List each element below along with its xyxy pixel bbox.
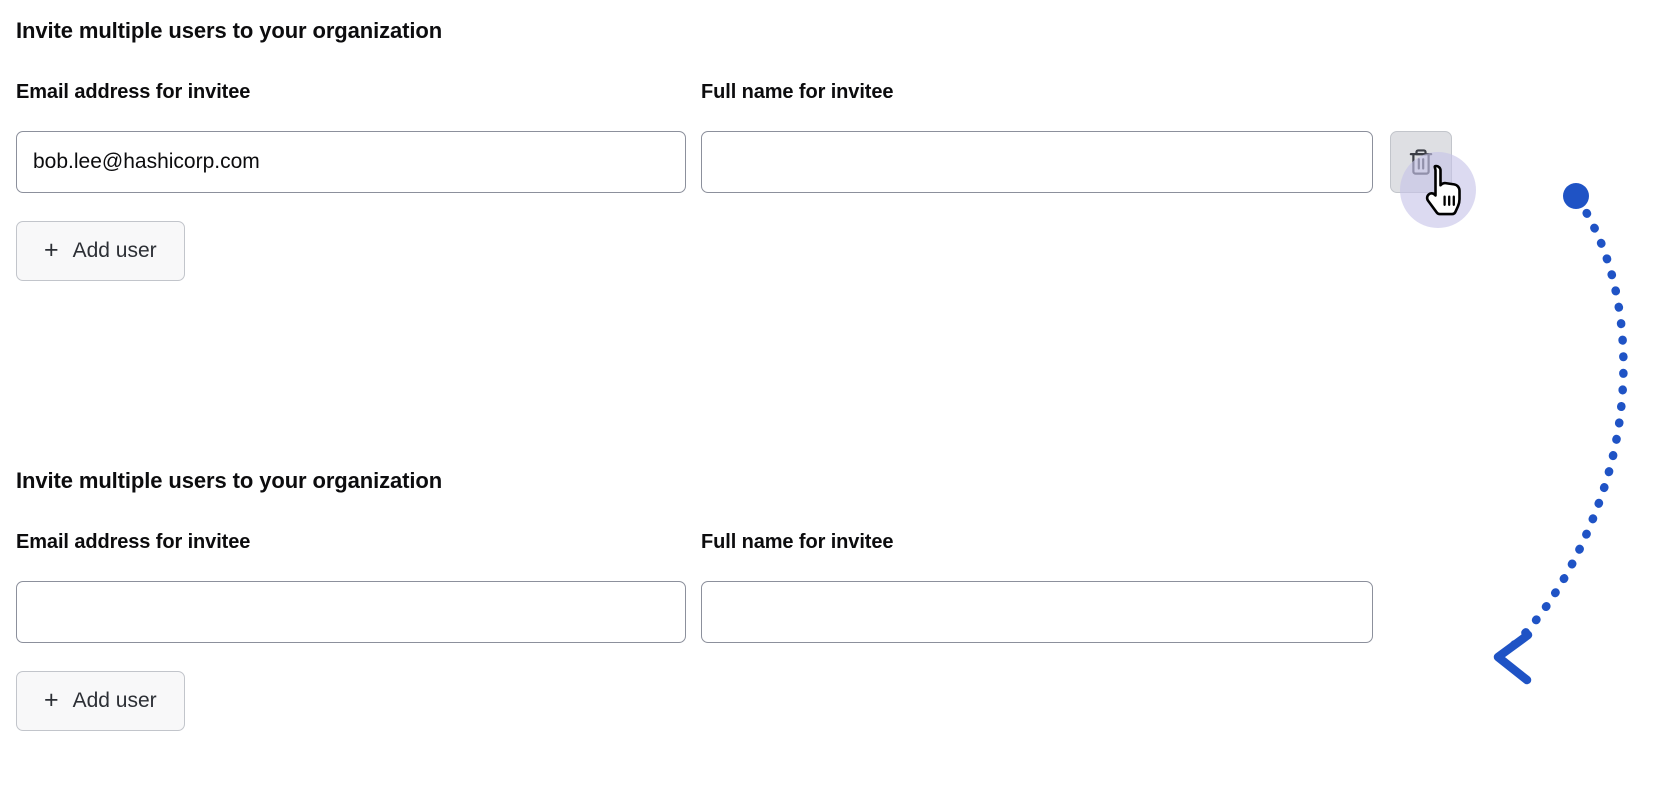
full-name-field-label-2: Full name for invitee — [701, 531, 894, 553]
full-name-field-label: Full name for invitee — [701, 81, 894, 103]
delete-invitee-button[interactable] — [1390, 131, 1452, 193]
full-name-input-2[interactable] — [701, 581, 1373, 643]
email-input-2[interactable] — [16, 581, 686, 643]
full-name-input[interactable] — [701, 131, 1373, 193]
add-user-button-label: Add user — [72, 239, 157, 262]
page-title: Invite multiple users to your organizati… — [16, 18, 443, 43]
email-field-label: Email address for invitee — [16, 81, 251, 103]
trash-icon — [1407, 147, 1435, 177]
add-user-button-label-2: Add user — [72, 689, 157, 712]
email-field-label-2: Email address for invitee — [16, 531, 251, 553]
plus-icon: + — [44, 685, 59, 714]
plus-icon: + — [44, 235, 59, 264]
email-input[interactable] — [16, 131, 686, 193]
add-user-button[interactable]: + Add user — [16, 221, 185, 281]
page-title-2: Invite multiple users to your organizati… — [16, 468, 443, 493]
add-user-button-2[interactable]: + Add user — [16, 671, 185, 731]
